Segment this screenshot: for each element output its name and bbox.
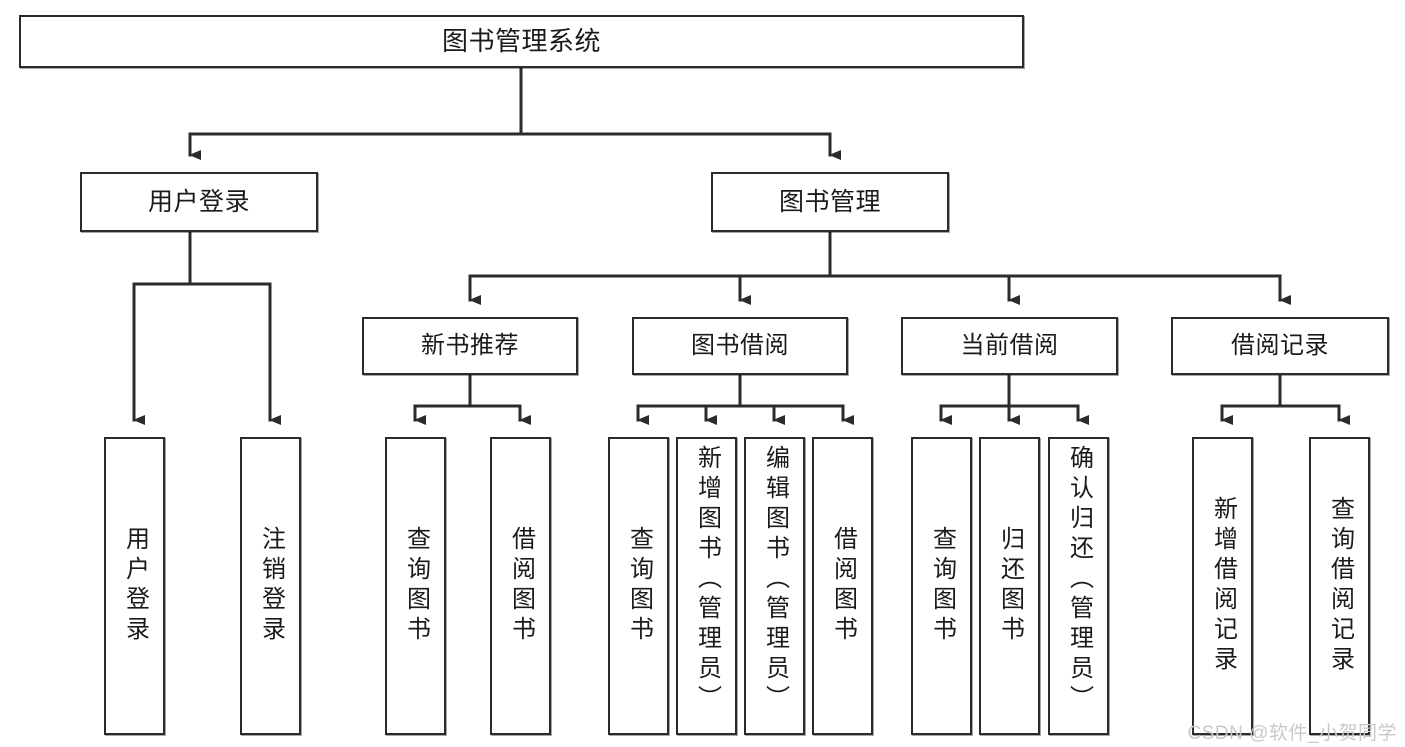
leaf-user-login[interactable]: 用户登录 [104,437,165,735]
leaf-user-login-label: 用户登录 [121,526,149,646]
node-borrow-record[interactable]: 借阅记录 [1171,317,1389,375]
leaf-query-book-1[interactable]: 查询图书 [385,437,446,735]
leaf-add-record[interactable]: 新增借阅记录 [1192,437,1253,735]
node-root-label: 图书管理系统 [441,25,601,56]
leaf-query-record[interactable]: 查询借阅记录 [1309,437,1370,735]
watermark: CSDN @软件_小贺同学 [1187,723,1397,744]
leaf-query-book-2[interactable]: 查询图书 [608,437,669,735]
node-user-login[interactable]: 用户登录 [80,172,318,232]
leaf-edit-book-label: 编辑图书（管理员） [761,445,789,715]
leaf-return-book[interactable]: 归还图书 [979,437,1040,735]
node-new-book-rec[interactable]: 新书推荐 [362,317,578,375]
leaf-query-record-label: 查询借阅记录 [1326,496,1354,676]
leaf-borrow-book-1-label: 借阅图书 [507,526,535,646]
node-book-manage-label: 图书管理 [778,188,881,216]
leaf-edit-book[interactable]: 编辑图书（管理员） [744,437,805,735]
node-user-login-label: 用户登录 [147,188,250,216]
leaf-borrow-book-2[interactable]: 借阅图书 [812,437,873,735]
leaf-return-book-label: 归还图书 [996,526,1024,646]
leaf-user-logout[interactable]: 注销登录 [240,437,301,735]
leaf-query-book-3[interactable]: 查询图书 [911,437,972,735]
node-current-borrow[interactable]: 当前借阅 [901,317,1118,375]
leaf-confirm-return-label: 确认归还（管理员） [1065,445,1093,715]
leaf-query-book-3-label: 查询图书 [928,526,956,646]
leaf-query-book-2-label: 查询图书 [625,526,653,646]
node-book-borrow-label: 图书借阅 [691,331,789,359]
node-current-borrow-label: 当前借阅 [960,331,1059,359]
node-book-borrow[interactable]: 图书借阅 [632,317,848,375]
leaf-query-book-1-label: 查询图书 [402,526,430,646]
node-borrow-record-label: 借阅记录 [1231,331,1329,359]
leaf-user-logout-label: 注销登录 [257,526,285,646]
leaf-add-book[interactable]: 新增图书（管理员） [676,437,737,735]
leaf-add-book-label: 新增图书（管理员） [693,445,721,715]
node-new-book-rec-label: 新书推荐 [421,331,519,359]
node-root[interactable]: 图书管理系统 [19,15,1024,68]
node-book-manage[interactable]: 图书管理 [711,172,949,232]
leaf-confirm-return[interactable]: 确认归还（管理员） [1048,437,1109,735]
leaf-borrow-book-1[interactable]: 借阅图书 [490,437,551,735]
leaf-borrow-book-2-label: 借阅图书 [829,526,857,646]
leaf-add-record-label: 新增借阅记录 [1209,496,1237,676]
